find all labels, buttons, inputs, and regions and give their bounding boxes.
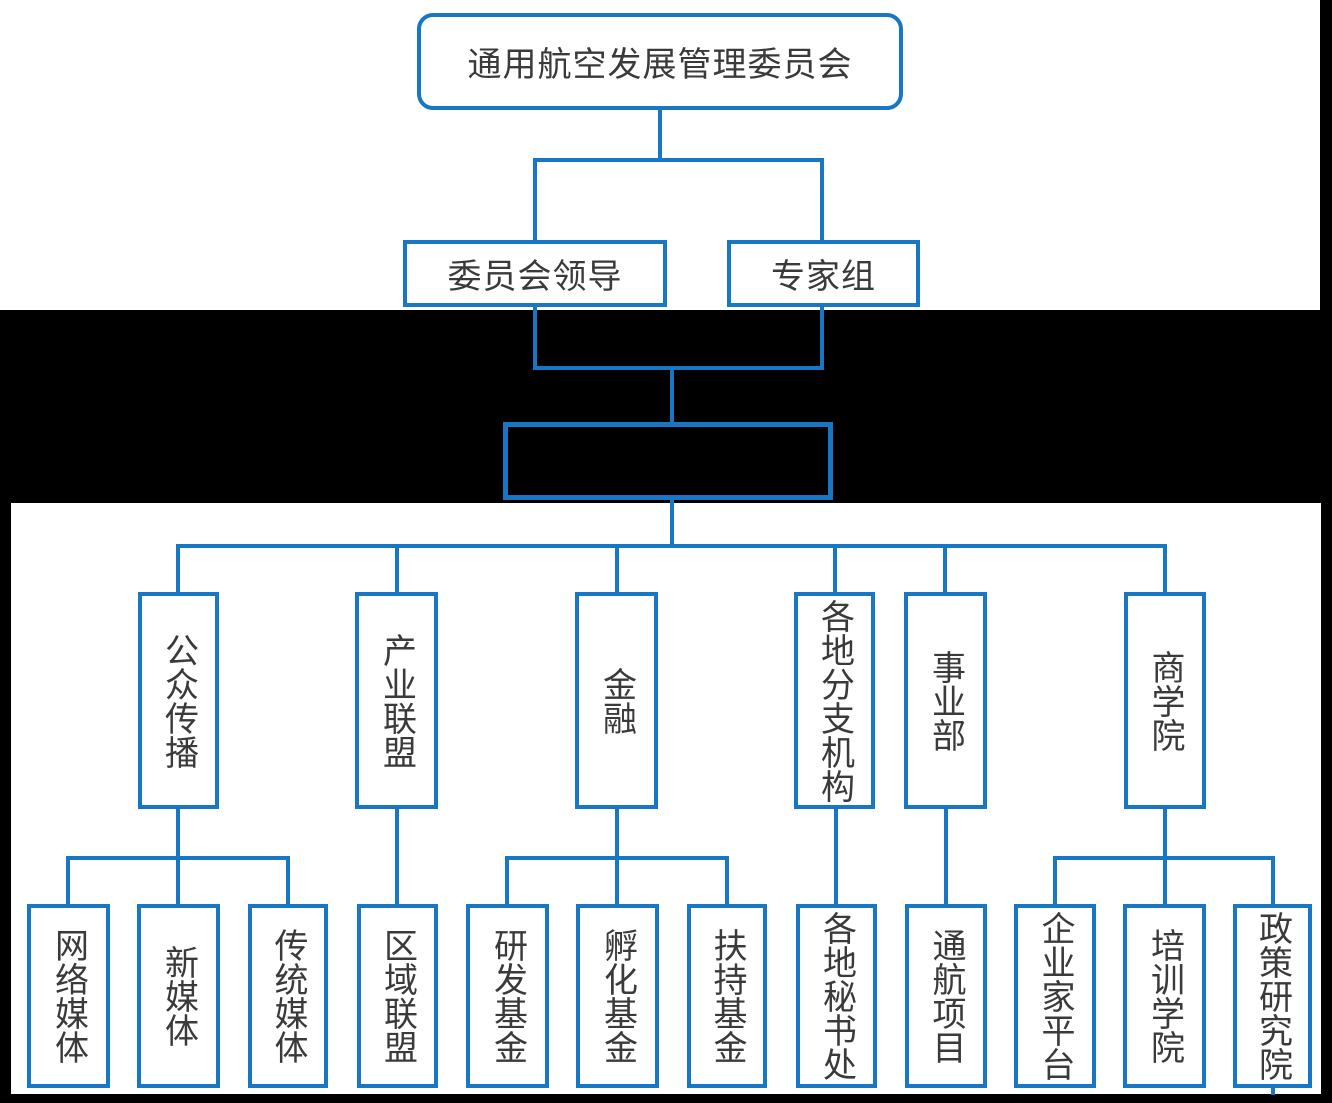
connector-dept-distribution	[176, 544, 1167, 548]
redacted-node	[503, 422, 833, 500]
connector-dept2-direct	[395, 809, 399, 904]
sub-regional-alliance-label: 区域联盟	[378, 928, 417, 1064]
connector-dept5-rise	[943, 544, 947, 592]
sub-local-secretariats-label: 各地秘书处	[817, 911, 856, 1081]
connector-dept3-fall	[615, 809, 619, 858]
connector-root-drop	[658, 110, 662, 162]
connector-sub12-rise	[1271, 856, 1275, 904]
connector-sub11-rise	[1163, 856, 1167, 904]
dept-industry-alliance: 产业联盟	[355, 592, 438, 809]
sub-new-media-label: 新媒体	[159, 945, 198, 1047]
dept-public-communication-label: 公众传播	[159, 632, 198, 769]
sub-ga-projects: 通航项目	[905, 904, 987, 1088]
connector-experts-fall	[820, 307, 824, 370]
connector-sub6-rise	[615, 856, 619, 904]
sub-network-media: 网络媒体	[27, 904, 110, 1088]
sub-rd-fund-label: 研发基金	[488, 928, 527, 1064]
root-node: 通用航空发展管理委员会	[417, 13, 903, 110]
connector-experts-rise	[820, 158, 824, 240]
connector-sub10-rise	[1053, 856, 1057, 904]
sub-support-fund-label: 扶持基金	[708, 928, 746, 1064]
bottom-white-panel	[11, 503, 1321, 1094]
connector-l2-spread	[533, 158, 824, 162]
connector-sub7-rise	[725, 856, 729, 904]
connector-sub1-rise	[66, 856, 70, 904]
connector-sub2-rise	[176, 856, 180, 904]
connector-dept4-direct	[834, 809, 838, 904]
sub-traditional-media-label: 传统媒体	[269, 928, 307, 1064]
sub-policy-research-institute-label: 政策研究院	[1253, 911, 1292, 1081]
dept-business-division-label: 事业部	[926, 649, 965, 752]
dept-business-division: 事业部	[904, 592, 987, 809]
committee-leadership-node: 委员会领导	[403, 240, 667, 307]
connector-merge-drop	[670, 366, 674, 422]
sub-ga-projects-label: 通航项目	[927, 928, 965, 1064]
connector-redacted-drop	[670, 500, 674, 548]
dept-industry-alliance-label: 产业联盟	[377, 632, 416, 769]
dept-business-school: 商学院	[1124, 592, 1206, 809]
connector-sub12-stub	[1271, 1088, 1275, 1095]
connector-sub3-rise	[286, 856, 290, 904]
sub-rd-fund: 研发基金	[466, 904, 549, 1088]
connector-l2-merge	[533, 366, 824, 370]
dept-public-communication: 公众传播	[138, 592, 219, 809]
connector-leadership-fall	[533, 307, 537, 370]
sub-incubation-fund-label: 孵化基金	[598, 928, 637, 1064]
sub-traditional-media: 传统媒体	[248, 904, 328, 1088]
connector-dept6-fall	[1163, 809, 1167, 858]
sub-new-media: 新媒体	[137, 904, 220, 1088]
dept-regional-branches: 各地分支机构	[794, 592, 875, 809]
connector-dept6-rise	[1163, 544, 1167, 592]
connector-dept1-fall	[176, 809, 180, 858]
connector-dept4-rise	[833, 544, 837, 592]
committee-leadership-label: 委员会领导	[447, 258, 623, 296]
sub-policy-research-institute: 政策研究院	[1233, 904, 1312, 1088]
sub-training-academy: 培训学院	[1123, 904, 1206, 1088]
connector-dept1-rise	[176, 544, 180, 592]
connector-dept3-rise	[615, 544, 619, 592]
sub-training-academy-label: 培训学院	[1145, 928, 1184, 1064]
connector-sub5-rise	[505, 856, 509, 904]
dept-regional-branches-label: 各地分支机构	[815, 598, 854, 803]
connector-dept5-direct	[944, 809, 948, 904]
sub-entrepreneur-platform-label: 企业家平台	[1036, 911, 1074, 1081]
sub-network-media-label: 网络媒体	[49, 928, 88, 1064]
expert-group-node: 专家组	[727, 240, 920, 307]
connector-dept2-rise	[395, 544, 399, 592]
dept-business-school-label: 商学院	[1146, 649, 1184, 752]
sub-local-secretariats: 各地秘书处	[796, 904, 877, 1088]
sub-support-fund: 扶持基金	[687, 904, 767, 1088]
dept-finance: 金融	[575, 592, 658, 809]
expert-group-label: 专家组	[771, 258, 876, 296]
sub-incubation-fund: 孵化基金	[576, 904, 659, 1088]
sub-entrepreneur-platform: 企业家平台	[1014, 904, 1096, 1088]
connector-leadership-rise	[533, 158, 537, 240]
root-node-label: 通用航空发展管理委员会	[467, 46, 853, 84]
sub-regional-alliance: 区域联盟	[357, 904, 438, 1088]
dept-finance-label: 金融	[597, 666, 636, 735]
